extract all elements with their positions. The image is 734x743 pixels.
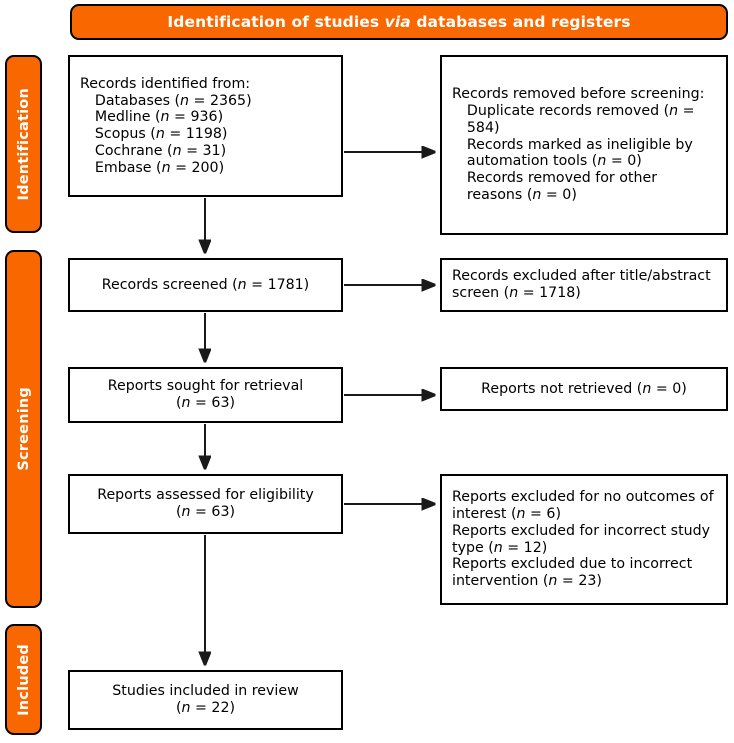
- box-reports-not-retrieved: Reports not retrieved (n = 0): [440, 367, 728, 411]
- records-removed-item-duplicates: Duplicate records removed (n = 584): [466, 103, 695, 136]
- box-studies-included-text: Studies included in review(n = 22): [112, 683, 299, 716]
- records-excluded-title-abstract-label: Records excluded after title/abstract sc…: [452, 268, 711, 301]
- records-screened-count: 1781: [267, 276, 304, 293]
- records-removed-heading: Records removed before screening:: [452, 86, 705, 103]
- reports-excluded-item-intervention: Reports excluded due to incorrect interv…: [452, 556, 693, 589]
- header-title-via: via: [384, 13, 411, 31]
- records-identified-item-databases: Databases (n = 2365): [94, 92, 252, 109]
- box-reports-excluded-reasons: Reports excluded for no outcomes of inte…: [440, 474, 728, 605]
- records-screened-label: Records screened: [101, 276, 228, 293]
- stage-label-included: Included: [15, 643, 32, 716]
- box-records-removed: Records removed before screening: Duplic…: [440, 55, 728, 235]
- diagram-header-banner: Identification of studies via databases …: [70, 4, 728, 40]
- box-reports-sought: Reports sought for retrieval(n = 63): [68, 367, 343, 423]
- box-reports-assessed: Reports assessed for eligibility(n = 63): [68, 474, 343, 534]
- box-records-excluded-title-abstract: Records excluded after title/abstract sc…: [440, 258, 728, 312]
- studies-included-label: Studies included in review: [112, 683, 299, 700]
- stage-label-identification: Identification: [15, 87, 32, 201]
- reports-excluded-item-study-type: Reports excluded for incorrect study typ…: [452, 522, 711, 556]
- box-reports-excluded-reasons-text: Reports excluded for no outcomes of inte…: [452, 489, 716, 590]
- box-records-identified-text: Records identified from: Databases (n = …: [80, 76, 331, 177]
- reports-assessed-count: 63: [211, 504, 230, 520]
- reports-assessed-label: Reports assessed for eligibility: [97, 487, 314, 504]
- records-removed-item-automation: Records marked as ineligible by automati…: [466, 136, 693, 170]
- studies-included-count: 22: [211, 700, 230, 716]
- records-removed-item-other: Records removed for other reasons (n = 0…: [466, 170, 658, 203]
- records-identified-item-embase: Embase (n = 200): [94, 159, 225, 176]
- records-identified-item-cochrane: Cochrane (n = 31): [94, 142, 227, 159]
- diagram-header-title: Identification of studies via databases …: [167, 13, 630, 31]
- reports-not-retrieved-label: Reports not retrieved: [481, 380, 633, 397]
- box-reports-sought-text: Reports sought for retrieval(n = 63): [107, 378, 304, 411]
- records-identified-heading: Records identified from:: [80, 75, 251, 92]
- box-records-screened-text: Records screened (n = 1781): [101, 276, 310, 293]
- stage-label-screening: Screening: [15, 387, 32, 471]
- box-reports-not-retrieved-text: Reports not retrieved (n = 0): [481, 380, 687, 397]
- box-records-removed-text: Records removed before screening: Duplic…: [452, 86, 716, 203]
- reports-sought-label: Reports sought for retrieval: [107, 378, 304, 395]
- box-records-excluded-title-abstract-text: Records excluded after title/abstract sc…: [452, 268, 711, 301]
- stage-bar-included: Included: [5, 624, 42, 735]
- reports-excluded-item-no-outcomes: Reports excluded for no outcomes of inte…: [452, 489, 714, 522]
- records-identified-item-medline: Medline (n = 936): [94, 109, 224, 126]
- box-records-screened: Records screened (n = 1781): [68, 258, 343, 312]
- header-title-after: databases and registers: [410, 13, 631, 31]
- records-excluded-title-abstract-count: 1718: [539, 285, 576, 301]
- stage-bar-screening: Screening: [5, 250, 42, 608]
- box-records-identified: Records identified from: Databases (n = …: [68, 55, 343, 197]
- records-identified-item-scopus: Scopus (n = 1198): [94, 126, 228, 142]
- stage-bar-identification: Identification: [5, 55, 42, 233]
- box-reports-assessed-text: Reports assessed for eligibility(n = 63): [97, 487, 314, 520]
- reports-not-retrieved-count: 0: [672, 380, 682, 397]
- box-studies-included: Studies included in review(n = 22): [68, 670, 343, 730]
- header-title-before: Identification of studies: [167, 13, 385, 31]
- reports-sought-count: 63: [211, 395, 230, 411]
